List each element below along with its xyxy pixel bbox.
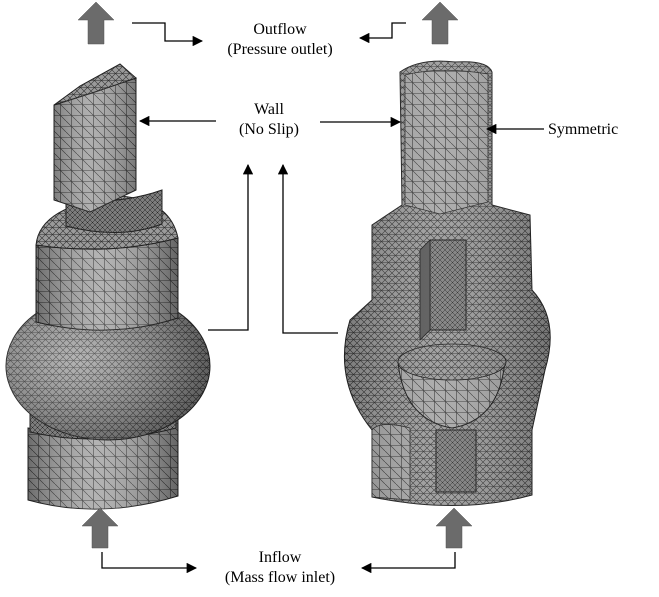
outflow-leader-left xyxy=(132,22,204,47)
wall-title: Wall xyxy=(254,101,284,118)
wall-label: Wall (No Slip) xyxy=(220,100,318,140)
wall-leader-ball xyxy=(208,163,254,331)
right-valve-mesh xyxy=(343,60,551,507)
inflow-leader-right xyxy=(360,552,456,574)
inflow-label: Inflow (Mass flow inlet) xyxy=(200,548,360,588)
outflow-arrow-left xyxy=(77,1,115,45)
inflow-title: Inflow xyxy=(258,549,302,566)
inflow-leader-left xyxy=(101,552,198,574)
inflow-arrow-right xyxy=(435,507,473,549)
inflow-subtitle: (Mass flow inlet) xyxy=(224,569,336,586)
left-valve-mesh xyxy=(5,63,211,510)
outflow-leader-right xyxy=(358,22,406,44)
leader-lines xyxy=(101,22,544,574)
flow-arrows xyxy=(77,1,473,549)
wall-subtitle: (No Slip) xyxy=(239,121,299,138)
outflow-label: Outflow (Pressure outlet) xyxy=(210,20,350,60)
symmetric-label: Symmetric xyxy=(548,120,653,140)
outflow-title: Outflow xyxy=(253,21,307,38)
outflow-subtitle: (Pressure outlet) xyxy=(227,41,333,58)
inflow-arrow-left xyxy=(81,507,119,549)
outflow-arrow-right xyxy=(421,1,459,45)
symmetric-title: Symmetric xyxy=(548,121,619,138)
wall-leader-cut xyxy=(277,163,338,334)
